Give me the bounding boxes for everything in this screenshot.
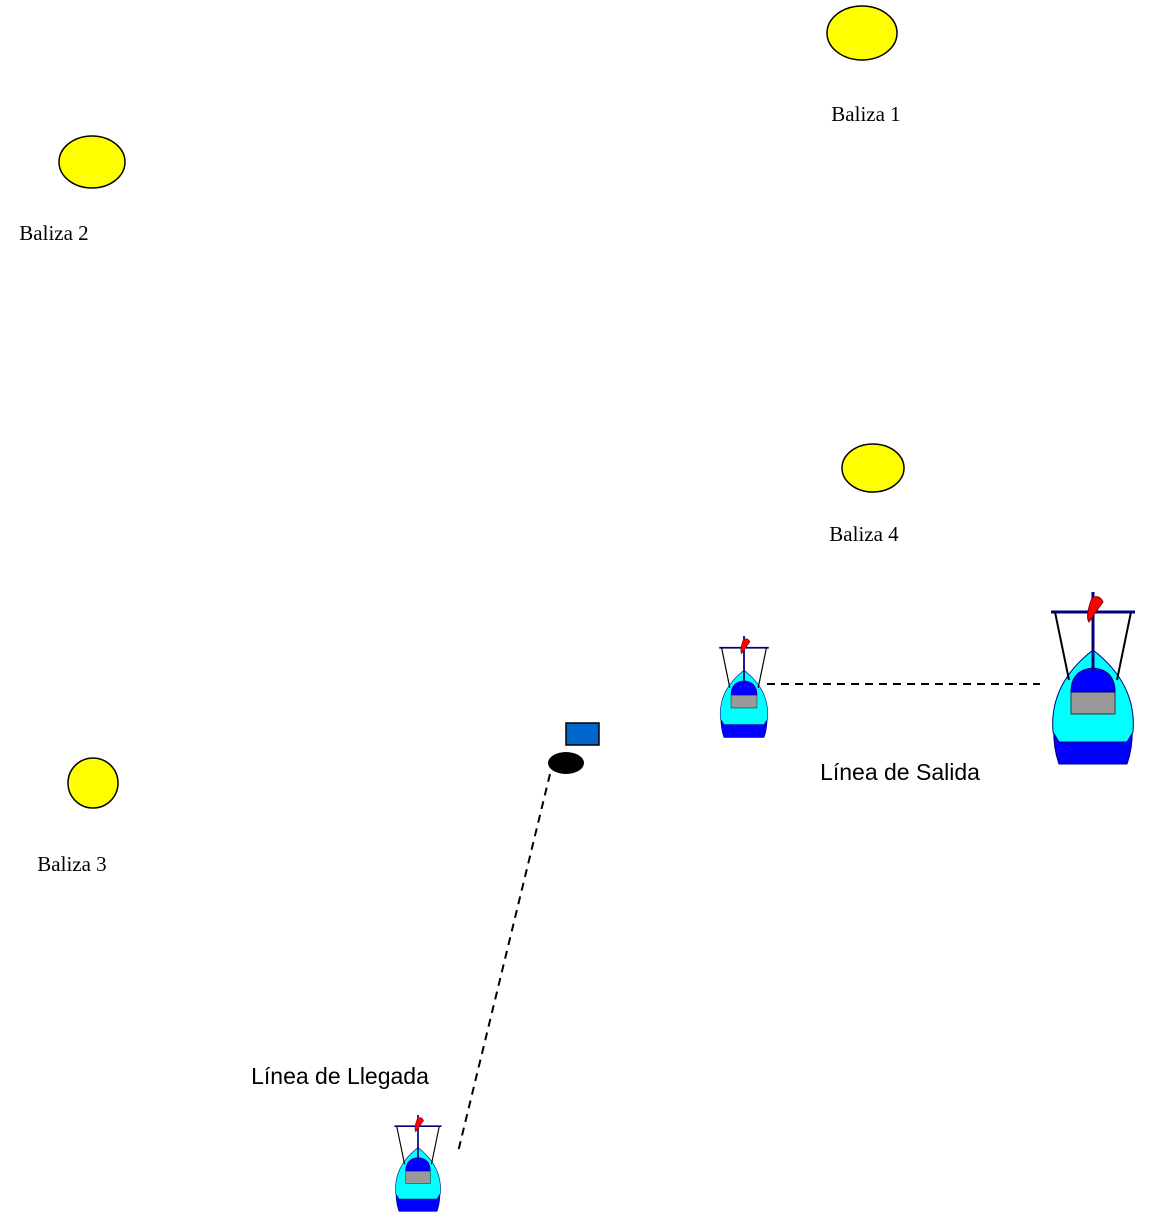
start-boat-large-icon	[1049, 590, 1137, 766]
finish-line-group: Línea de Llegada	[251, 722, 600, 1213]
start-line-label: Línea de Salida	[820, 759, 980, 785]
buoy-1: Baliza 1	[826, 5, 901, 126]
buoy-4-label: Baliza 4	[829, 522, 899, 546]
buoy-2: Baliza 2	[19, 135, 126, 245]
buoy-3-label: Baliza 3	[37, 852, 106, 876]
buoy-2-label: Baliza 2	[19, 221, 88, 245]
buoy-4-icon	[841, 443, 905, 493]
finish-mark-icon	[548, 752, 584, 774]
buoy-4: Baliza 4	[829, 443, 905, 546]
buoy-3-icon	[67, 757, 119, 809]
buoy-3: Baliza 3	[37, 757, 119, 876]
buoy-2-icon	[58, 135, 126, 189]
buoy-1-icon	[826, 5, 898, 61]
finish-boat-icon	[393, 1114, 443, 1213]
start-boat-small-icon	[718, 635, 770, 739]
buoy-1-label: Baliza 1	[831, 102, 900, 126]
finish-line-label: Línea de Llegada	[251, 1063, 429, 1089]
finish-flag-icon	[565, 722, 600, 746]
finish-line	[457, 773, 551, 1153]
start-line-group: Línea de Salida	[718, 590, 1137, 785]
